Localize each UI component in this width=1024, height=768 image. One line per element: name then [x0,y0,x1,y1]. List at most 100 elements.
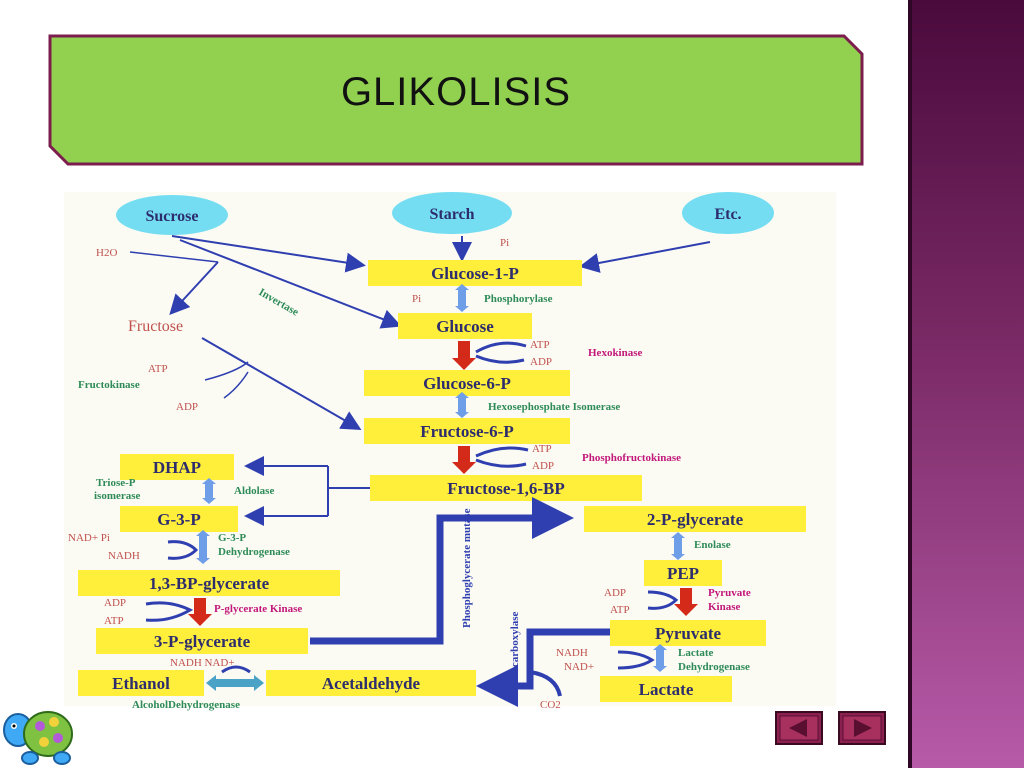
arrow-hk-atp [475,341,527,354]
turtle-icon [3,711,73,765]
next-slide-icon [842,715,882,741]
node-dhap [120,454,234,480]
adh-label: AlcoholDehydrogenase [132,699,240,711]
node-acetaldehyde-label: Acetaldehyde [322,674,421,693]
node-3-p-glycerate-label: 3-P-glycerate [154,632,251,651]
prev-slide-button[interactable] [775,711,823,745]
nad-ldh-label: NAD+ [564,661,594,673]
arrow-isomerase [455,392,469,418]
g3p-dehydrogenase-label-2: Dehydrogenase [218,546,290,558]
decorative-sidebar [912,0,1024,768]
node-2-p-glycerate [584,506,806,532]
glycolysis-diagram: Sucrose Starch Etc. H2O Pi Invertase Fru… [64,192,836,711]
atp-hk-label: ATP [530,339,550,351]
node-pyruvate [610,620,766,646]
node-ethanol-label: Ethanol [112,674,170,693]
node-lactate [600,676,732,702]
node-glucose-label: Glucose [436,317,494,336]
pyruvate-kinase-label-2: Kinase [708,601,741,613]
arrow-hk-adp [475,354,525,364]
node-2-p-glycerate-label: 2-P-glycerate [647,510,744,529]
arrow-nad [167,540,199,560]
arrow-adh [206,675,264,691]
node-fructose-1-6-bp [370,475,642,501]
hexokinase-label: Hexokinase [588,347,643,359]
node-3-p-glycerate [96,628,308,654]
pi-starch-label: Pi [500,237,509,249]
node-fructose-1-6-bp-label: Fructose-1,6-BP [447,479,565,498]
atp-fk-label: ATP [148,363,168,375]
node-g-3-p [120,506,238,532]
node-glucose-6-p-label: Glucose-6-P [423,374,511,393]
arrow-pfk-adp [475,458,527,468]
arrow-pyruvate-kinase [674,588,698,616]
pyruvate-kinase-label-1: Pyruvate [708,587,751,599]
decarboxylase-label: Decarboxylase [509,611,521,680]
pi-phos-label: Pi [412,293,421,305]
source-starch-label: Starch [429,206,474,223]
arrow-enolase [671,532,685,560]
arrow-g3p-dehydrogenase [196,530,210,564]
adp-pk-label: ADP [604,587,626,599]
arrow-pk-cof [647,590,679,610]
node-acetaldehyde [266,670,476,696]
atp-pk-label: ATP [610,604,630,616]
triose-p-label-1: Triose-P [96,477,136,489]
nad-pi-label: NAD+ Pi [68,532,110,544]
source-sucrose-label: Sucrose [145,208,198,225]
node-pep-label: PEP [667,564,699,583]
g3p-dehydrogenase-label-1: G-3-P [218,532,246,544]
arrow-ldh [653,644,667,672]
arrow-h2o [129,251,219,263]
arrow-fk-atp [204,361,249,381]
fructose-label: Fructose [128,318,183,335]
aldolase-label: Aldolase [234,485,274,497]
hexosephosphate-isomerase-label: Hexosephosphate Isomerase [488,401,620,413]
arrow-fructose-f6p [201,337,362,430]
adp-hk-label: ADP [530,356,552,368]
nadh-nad-adh-label: NADH NAD+ [170,657,235,669]
adp-pgk-label: ADP [104,597,126,609]
co2-label: CO2 [540,699,561,711]
node-fructose-6-p-label: Fructose-6-P [420,422,513,441]
arrow-fk-adp [223,371,249,399]
node-glucose-6-p [364,370,570,396]
node-ethanol [78,670,204,696]
fructokinase-label: Fructokinase [78,379,140,391]
source-sucrose [116,195,228,235]
node-pep [644,560,722,586]
mutase-label: Phosphoglycerate mutase [461,508,473,628]
phosphofructokinase-label: Phosphofructokinase [582,452,681,464]
pgk-label: P-glycerate Kinase [214,603,302,615]
node-fructose-6-p [364,418,570,444]
node-glucose [398,313,532,339]
title-banner [48,34,864,166]
nadh-ldh-label: NADH [556,647,588,659]
adp-fk-label: ADP [176,401,198,413]
arrow-mutase [310,497,574,645]
arrow-ldh-cof [617,650,655,670]
arrow-pfk-atp [475,446,529,458]
sidebar-edge [908,0,912,768]
node-dhap-label: DHAP [153,458,201,477]
node-1-3-bp-glycerate-label: 1,3-BP-glycerate [149,574,270,593]
triose-p-label-2: isomerase [94,490,141,502]
next-slide-button[interactable] [838,711,886,745]
node-pyruvate-label: Pyruvate [655,624,722,643]
node-glucose-1-p-label: Glucose-1-P [431,264,519,283]
nadh-g3p-label: NADH [108,550,140,562]
arrow-sucrose-glucose [179,239,402,329]
source-etc-label: Etc. [714,206,741,223]
arrow-sucrose-g1p [171,235,366,273]
ldh-label-2: Dehydrogenase [678,661,750,673]
node-lactate-label: Lactate [639,680,694,699]
atp-pgk-label: ATP [104,615,124,627]
prev-slide-icon [779,715,819,741]
arrow-hexokinase [452,341,476,370]
source-starch [392,192,512,234]
arrow-sucrose-fructose [169,261,219,315]
enolase-label: Enolase [694,539,731,551]
arrow-etc-g1p [579,241,711,273]
node-g-3-p-label: G-3-P [157,510,200,529]
arrow-pfk [452,446,476,474]
